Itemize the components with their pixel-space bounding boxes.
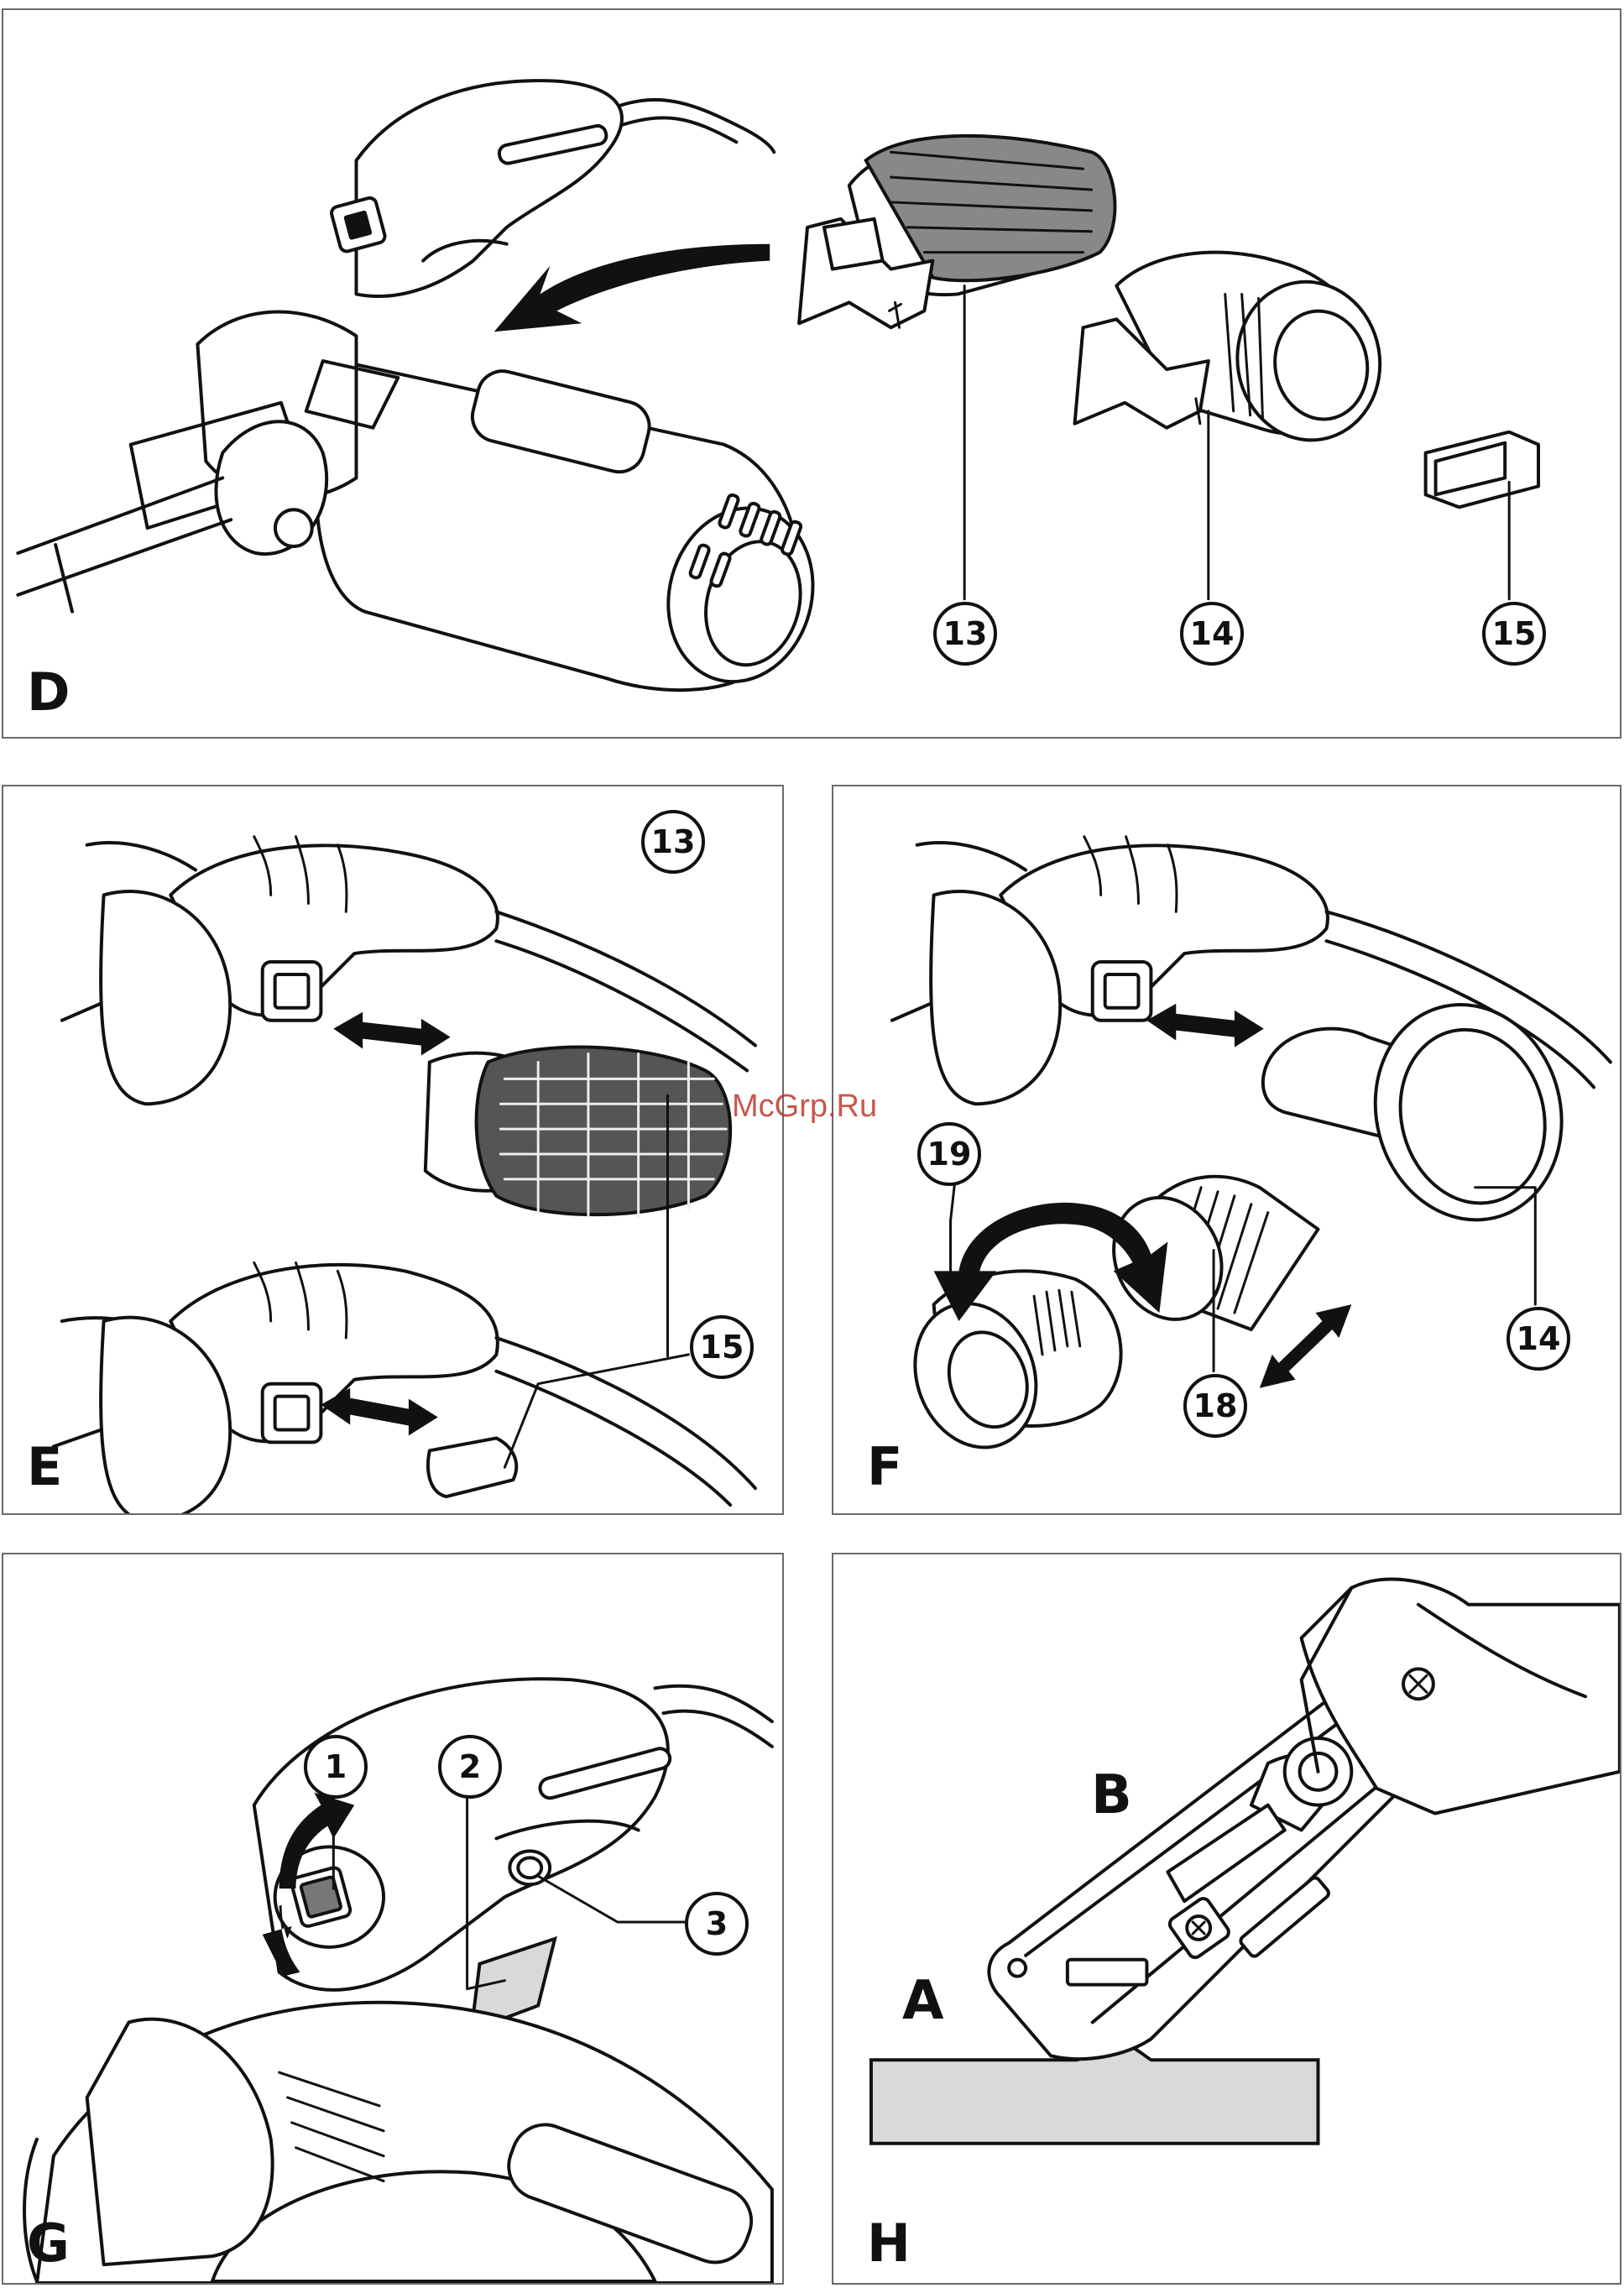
callout-18: 18	[1183, 1374, 1247, 1438]
watermark: McGrp.Ru	[732, 1089, 877, 1125]
panel-e: 13 15 E	[2, 785, 784, 1515]
callout-14: 14	[1507, 1307, 1570, 1371]
callout-15: 15	[1482, 602, 1546, 666]
panel-letter-h: H	[867, 2217, 911, 2270]
callout-13: 13	[933, 602, 997, 666]
callout-14: 14	[1180, 602, 1244, 666]
callout-2: 2	[438, 1735, 502, 1799]
label-b: B	[1091, 1768, 1132, 1822]
panel-d-illustration	[3, 10, 1620, 737]
callout-1: 1	[304, 1735, 368, 1799]
callout-19: 19	[917, 1122, 981, 1186]
callout-15: 15	[690, 1315, 754, 1379]
panel-letter-d: D	[27, 666, 70, 718]
panel-letter-f: F	[867, 1441, 902, 1493]
panel-letter-e: E	[27, 1441, 62, 1493]
callout-13: 13	[641, 810, 705, 874]
callout-3: 3	[685, 1892, 749, 1956]
panel-h-illustration	[833, 1554, 1620, 2283]
panel-letter-g: G	[27, 2217, 70, 2270]
panel-g-illustration	[3, 1554, 782, 2283]
panel-e-illustration	[3, 786, 782, 1513]
panel-f: McGrp.Ru 19 14 18 F	[832, 785, 1621, 1515]
label-a: A	[902, 1974, 944, 2028]
panel-g: 1 2 3 G	[2, 1553, 784, 2285]
panel-h: B A H	[832, 1553, 1621, 2285]
panel-d: 13 14 15 D	[2, 8, 1621, 739]
